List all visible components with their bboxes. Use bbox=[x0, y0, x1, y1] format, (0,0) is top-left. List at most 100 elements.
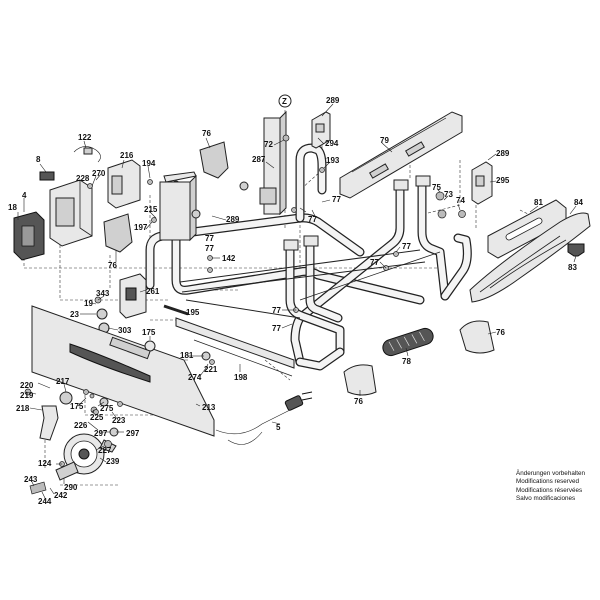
callout-213: 213 bbox=[202, 403, 216, 412]
callout-195: 195 bbox=[186, 308, 200, 317]
part-79-rail bbox=[339, 111, 463, 199]
callout-242: 242 bbox=[54, 491, 68, 500]
part-76-clamps bbox=[103, 141, 495, 396]
callout-77: 77 bbox=[205, 234, 214, 243]
part-218-lever bbox=[24, 388, 59, 441]
callout-78: 78 bbox=[402, 357, 411, 366]
part-198-rail bbox=[175, 317, 295, 377]
callout-z: Z bbox=[282, 97, 287, 106]
callout-79: 79 bbox=[380, 136, 389, 145]
callout-221: 221 bbox=[204, 365, 218, 374]
callout-297: 297 bbox=[94, 429, 108, 438]
callout-76: 76 bbox=[108, 261, 117, 270]
callout-217: 217 bbox=[56, 377, 70, 386]
callout-243: 243 bbox=[24, 475, 38, 484]
callout-19: 19 bbox=[84, 299, 93, 308]
callout-77: 77 bbox=[272, 306, 281, 315]
callout-219: 219 bbox=[20, 391, 34, 400]
callout-227: 227 bbox=[98, 446, 112, 455]
notice-english: Modifications reserved bbox=[516, 478, 579, 486]
callout-142: 142 bbox=[222, 254, 236, 263]
callout-216: 216 bbox=[120, 151, 134, 160]
callout-74: 74 bbox=[456, 196, 465, 205]
callout-122: 122 bbox=[78, 133, 92, 142]
part-122-cable bbox=[73, 146, 101, 163]
part-216-switch-box bbox=[107, 159, 141, 209]
notice-french: Modifications réservées bbox=[516, 486, 583, 494]
callout-274: 274 bbox=[188, 373, 202, 382]
callout-239: 239 bbox=[106, 457, 120, 466]
tubular-frame bbox=[145, 110, 472, 371]
callout-75: 75 bbox=[432, 183, 441, 192]
callout-215: 215 bbox=[144, 205, 158, 214]
callout-290: 290 bbox=[64, 483, 78, 492]
callout-23: 23 bbox=[70, 310, 79, 319]
callout-244: 244 bbox=[38, 497, 52, 506]
callout-270: 270 bbox=[92, 169, 106, 178]
callout-297: 297 bbox=[126, 429, 140, 438]
callout-225: 225 bbox=[90, 413, 104, 422]
callout-76: 76 bbox=[496, 328, 505, 337]
callout-275: 275 bbox=[100, 404, 114, 413]
callout-81: 81 bbox=[534, 198, 543, 207]
callout-84: 84 bbox=[574, 198, 583, 207]
callout-leader-lines bbox=[17, 103, 577, 501]
callout-labels: 289 Z 294 72 287 76 79 289 295 193 77 77… bbox=[8, 96, 583, 506]
part-295-bracket bbox=[471, 161, 493, 205]
part-239-handwheel bbox=[63, 433, 117, 475]
notice-german: Änderungen vorbehalten bbox=[516, 470, 585, 477]
callout-77: 77 bbox=[308, 215, 317, 224]
part-195-bar bbox=[163, 304, 189, 316]
callout-226: 226 bbox=[74, 421, 88, 430]
callout-294: 294 bbox=[325, 139, 339, 148]
callout-193: 193 bbox=[326, 156, 340, 165]
callout-289: 289 bbox=[326, 96, 340, 105]
modification-notice: Änderungen vorbehalten Modifications res… bbox=[516, 470, 598, 503]
callout-83: 83 bbox=[568, 263, 577, 272]
part-290-handle bbox=[29, 461, 79, 495]
part-4-switch-cover bbox=[13, 211, 45, 261]
callout-175: 175 bbox=[70, 402, 84, 411]
part-84-plate bbox=[469, 212, 591, 303]
part-261-switch bbox=[119, 273, 147, 319]
callout-261: 261 bbox=[146, 287, 160, 296]
callout-73: 73 bbox=[444, 190, 453, 199]
callout-343: 343 bbox=[96, 289, 110, 298]
callout-289: 289 bbox=[226, 215, 240, 224]
callout-77: 77 bbox=[402, 242, 411, 251]
callout-77: 77 bbox=[205, 244, 214, 253]
part-8-housing bbox=[39, 171, 93, 247]
part-81-handle bbox=[487, 199, 567, 259]
callout-77: 77 bbox=[332, 195, 341, 204]
callout-295: 295 bbox=[496, 176, 510, 185]
callout-124: 124 bbox=[38, 459, 52, 468]
callout-175: 175 bbox=[142, 328, 156, 337]
callout-77: 77 bbox=[370, 258, 379, 267]
callout-181: 181 bbox=[180, 351, 194, 360]
callout-303: 303 bbox=[118, 326, 132, 335]
callout-76: 76 bbox=[202, 129, 211, 138]
callout-76: 76 bbox=[354, 397, 363, 406]
callout-218: 218 bbox=[16, 404, 30, 413]
callout-8: 8 bbox=[36, 155, 41, 164]
callout-4: 4 bbox=[22, 191, 27, 200]
z-reference-marker bbox=[278, 94, 292, 108]
callout-77: 77 bbox=[272, 324, 281, 333]
callout-18: 18 bbox=[8, 203, 17, 212]
callout-287: 287 bbox=[252, 155, 266, 164]
callout-72: 72 bbox=[264, 140, 273, 149]
callout-197: 197 bbox=[134, 223, 148, 232]
callout-194: 194 bbox=[142, 159, 156, 168]
callout-220: 220 bbox=[20, 381, 34, 390]
part-5-power-cable bbox=[215, 391, 313, 445]
part-213-front-panel bbox=[31, 305, 215, 437]
part-83-knob bbox=[567, 243, 585, 257]
callout-289: 289 bbox=[496, 149, 510, 158]
callout-223: 223 bbox=[112, 416, 126, 425]
callout-198: 198 bbox=[234, 373, 248, 382]
callout-5: 5 bbox=[276, 423, 281, 432]
part-78-grip bbox=[382, 327, 434, 357]
part-343-303-knobs bbox=[94, 296, 110, 334]
callout-228: 228 bbox=[76, 174, 90, 183]
